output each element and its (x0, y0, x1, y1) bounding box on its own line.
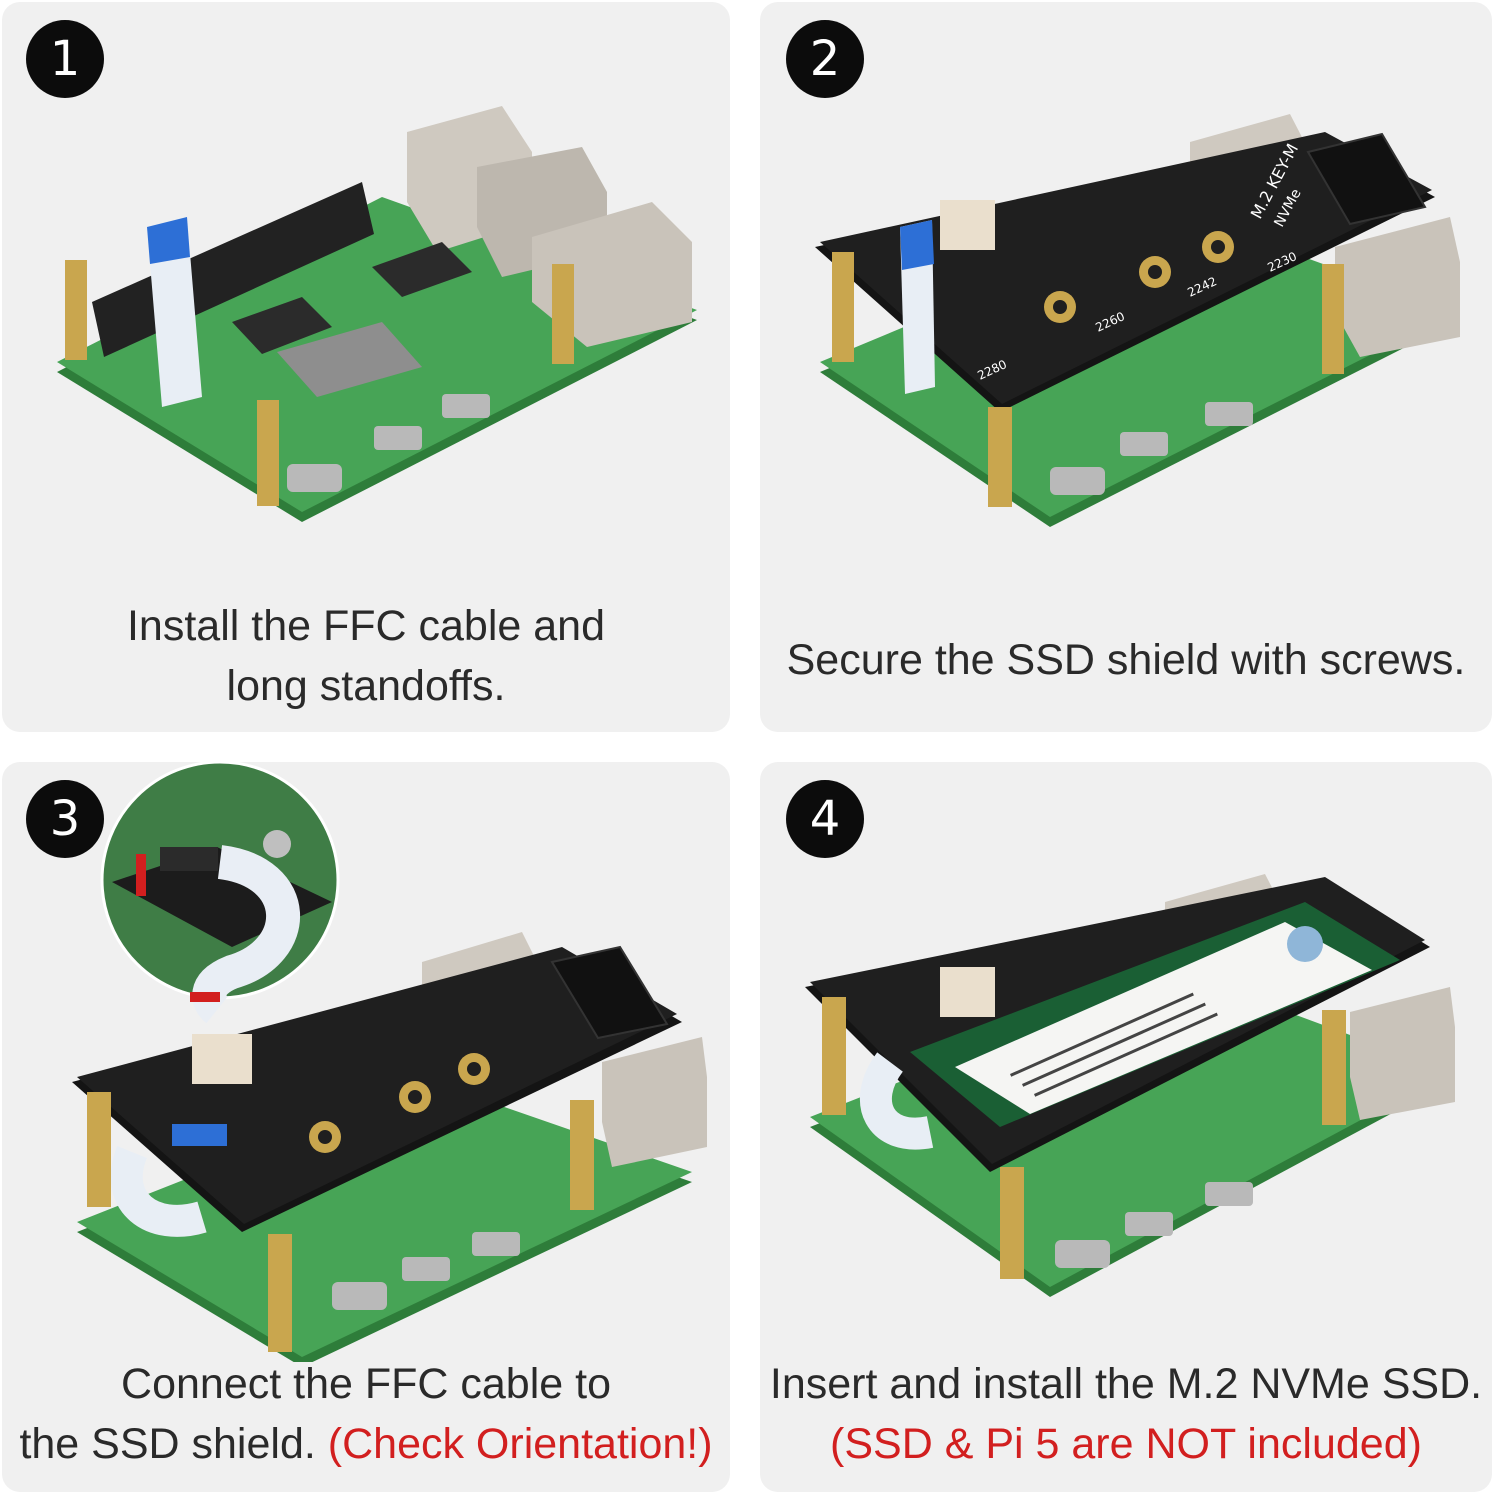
step-3-panel: 3 Connect the FFC cable to the SSD shiel… (2, 762, 730, 1492)
ffc-connection-illustration (72, 762, 707, 1362)
caption-line: Connect the FFC cable to (121, 1360, 611, 1408)
step-number-badge: 1 (26, 20, 104, 98)
caption-line: Insert and install the M.2 NVMe SSD. (769, 1360, 1483, 1408)
step-4-panel: 4 Insert and install the M.2 NVMe SSD. (… (760, 762, 1492, 1492)
caption-line: Secure the SSD shield with screws. (786, 636, 1466, 684)
step-number-badge: 4 (786, 780, 864, 858)
step-number-badge: 3 (26, 780, 104, 858)
caption-line: long standoffs. (226, 662, 506, 710)
step-number-badge: 2 (786, 20, 864, 98)
raspberry-pi-standoffs-illustration (57, 106, 697, 522)
orientation-warning: (Check Orientation!) (327, 1420, 713, 1468)
step-1-panel: 1 Install the FFC cable and long standof… (2, 2, 730, 732)
not-included-warning: (SSD & Pi 5 are NOT included) (830, 1420, 1422, 1468)
ssd-shield-mounted-illustration: M.2 KEY-M NVMe 2230 2242 2260 2280 (815, 114, 1460, 527)
step-3-caption: Connect the FFC cable to the SSD shield.… (2, 1354, 730, 1474)
nvme-ssd-installed-illustration (805, 874, 1455, 1297)
step-4-caption: Insert and install the M.2 NVMe SSD. (SS… (760, 1354, 1492, 1474)
caption-line: the SSD shield. (Check Orientation!) (2, 1414, 730, 1474)
step-1-caption: Install the FFC cable and long standoffs… (2, 596, 730, 716)
caption-text: the SSD shield. (19, 1420, 316, 1468)
step-2-panel: M.2 KEY-M NVMe 2230 2242 2260 2280 2 Sec… (760, 2, 1492, 732)
step-2-caption: Secure the SSD shield with screws. (760, 630, 1492, 690)
caption-line: Install the FFC cable and (126, 602, 606, 650)
